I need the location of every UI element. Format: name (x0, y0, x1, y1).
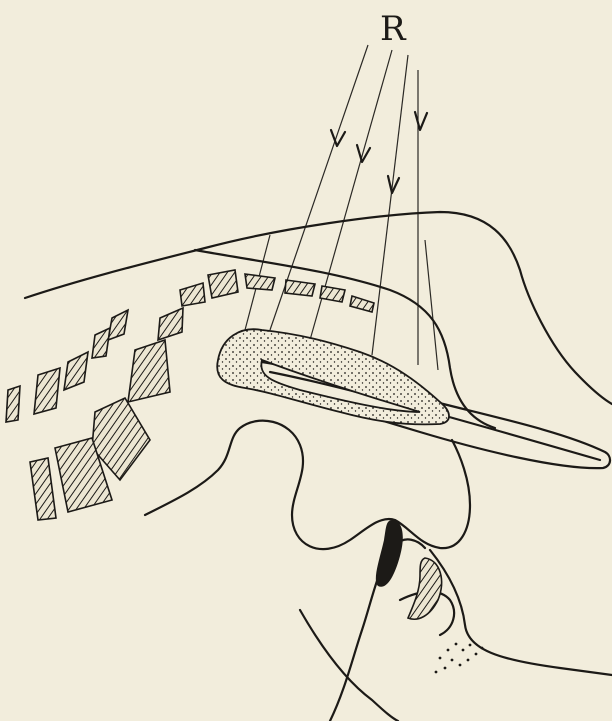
throat-contour (300, 610, 398, 721)
vertebra (245, 274, 275, 290)
vertebra (350, 296, 374, 312)
ray-label: R (380, 9, 407, 49)
vertebra (30, 458, 56, 520)
incident-rays (245, 45, 438, 370)
tuft-stipple (435, 643, 484, 674)
vertebra (92, 328, 110, 358)
vertebra (180, 283, 205, 306)
vertebra (320, 286, 345, 302)
vertebra (64, 352, 88, 390)
vertebra (108, 310, 128, 340)
ray-arrowhead (357, 145, 370, 162)
dark-slot (376, 520, 403, 587)
dotted-cavity (217, 329, 449, 424)
vertebra (6, 386, 20, 422)
vertebra (285, 280, 315, 296)
lower-outline (145, 421, 470, 550)
throat-contour (430, 550, 612, 675)
vertebra (34, 368, 60, 414)
ray-line (425, 240, 438, 370)
vertebra (208, 270, 238, 298)
hatched-crescent (408, 558, 442, 619)
ray-arrowhead (415, 112, 427, 130)
vertebra (158, 308, 183, 340)
vertebra (128, 340, 170, 402)
